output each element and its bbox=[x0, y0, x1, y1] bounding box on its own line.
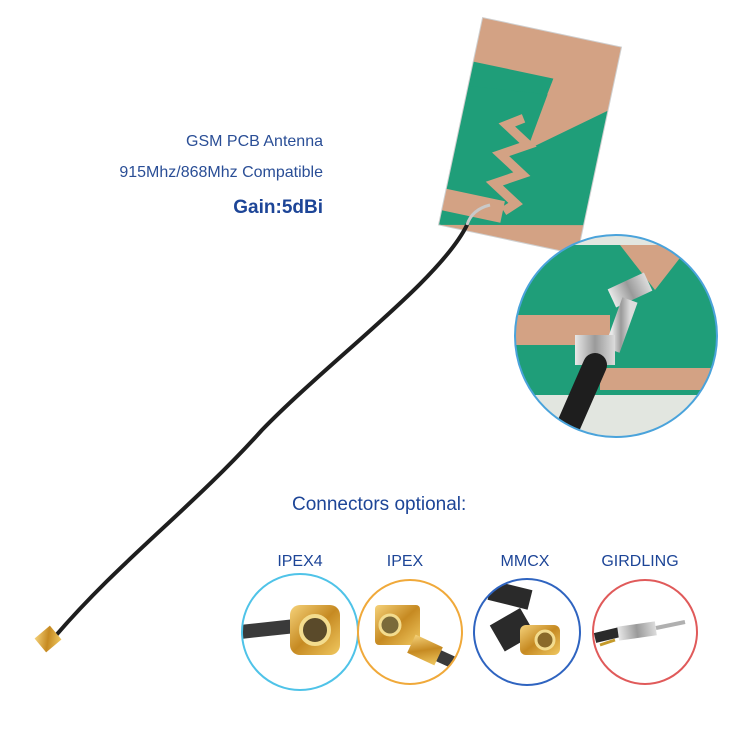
connector-label-mmcx: MMCX bbox=[500, 553, 550, 570]
ufl-connector bbox=[34, 625, 62, 653]
frequency-compatibility: 915Mhz/868Mhz Compatible bbox=[119, 164, 323, 181]
coax-cable bbox=[50, 223, 469, 642]
connector-mmcx-photo bbox=[473, 578, 581, 686]
connector-label-girdling: GIRDLING bbox=[601, 553, 679, 570]
connector-girdling-photo bbox=[592, 579, 698, 685]
connector-label-ipex4: IPEX4 bbox=[277, 553, 323, 570]
connectors-heading: Connectors optional: bbox=[292, 494, 467, 515]
antenna-title: GSM PCB Antenna bbox=[186, 133, 323, 150]
gain-value: Gain:5dBi bbox=[233, 197, 323, 218]
pcb-antenna bbox=[437, 16, 623, 256]
connector-ipex-photo bbox=[357, 579, 463, 685]
connector-label-ipex: IPEX bbox=[386, 553, 424, 570]
connector-ipex4-photo bbox=[241, 573, 359, 691]
zoom-detail bbox=[514, 234, 718, 438]
